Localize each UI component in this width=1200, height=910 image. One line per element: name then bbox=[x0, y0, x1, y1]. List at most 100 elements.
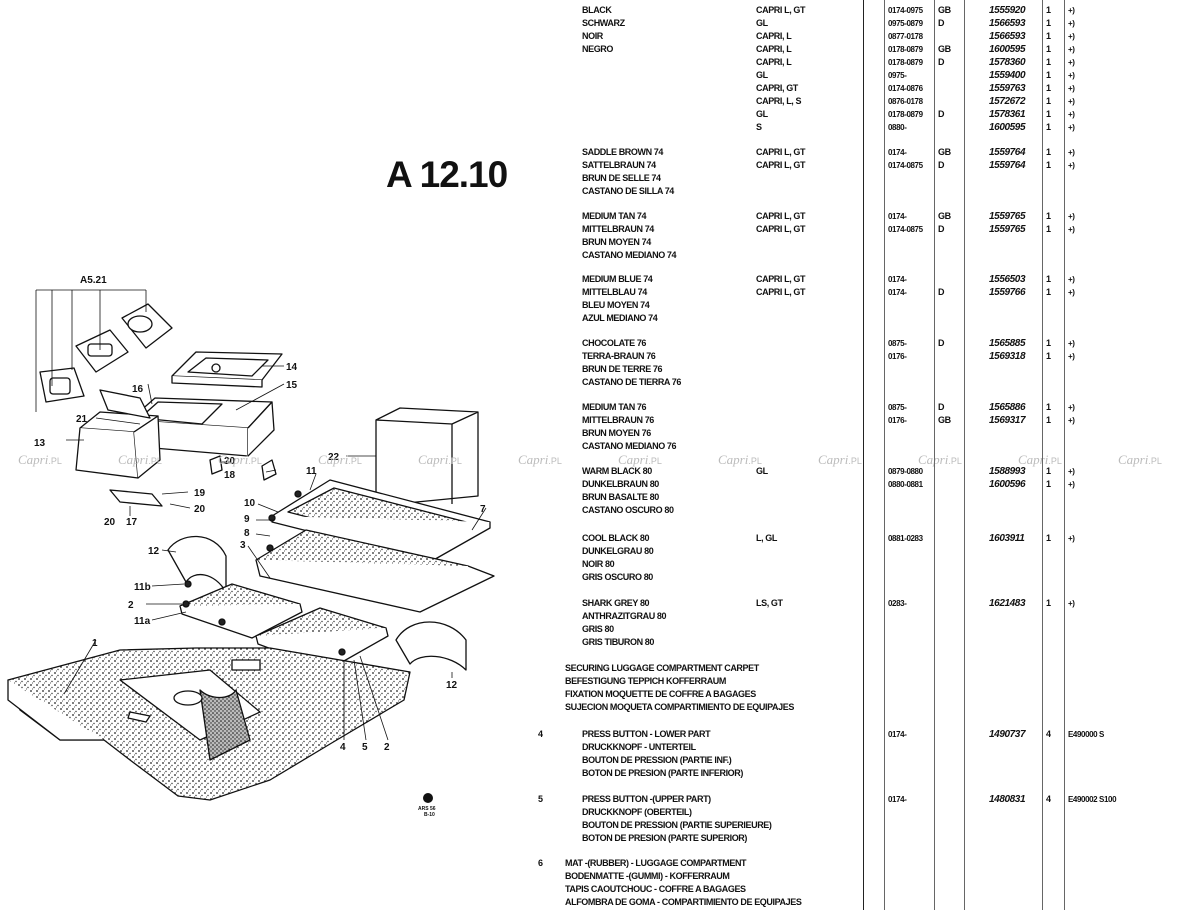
watermark-suffix: .PL bbox=[948, 456, 962, 466]
quantity-cell: 1 bbox=[1046, 533, 1051, 543]
note-cell: +) bbox=[1068, 339, 1075, 348]
callout-number: A5.21 bbox=[80, 275, 107, 286]
color-description: MITTELBRAUN 74 bbox=[582, 224, 654, 234]
watermark-text: Capri.PL bbox=[1018, 452, 1062, 468]
color-description: CASTANO MEDIANO 74 bbox=[582, 250, 677, 260]
callout-number: 15 bbox=[286, 380, 298, 391]
note-cell: +) bbox=[1068, 6, 1075, 15]
clip-part bbox=[209, 455, 223, 475]
color-description: MITTELBRAUN 76 bbox=[582, 415, 654, 425]
section-heading-line: SECURING LUGGAGE COMPARTMENT CARPET bbox=[565, 663, 759, 673]
color-description: BRUN MOYEN 76 bbox=[582, 428, 651, 438]
part-number-cell: 1559764 bbox=[989, 147, 1026, 158]
quantity-cell: 4 bbox=[1046, 794, 1051, 804]
model-cell: CAPRI, GT bbox=[756, 83, 798, 93]
watermark-suffix: .PL bbox=[1148, 456, 1162, 466]
color-description: MITTELBLAU 74 bbox=[582, 287, 647, 297]
callout-number: 9 bbox=[244, 514, 250, 525]
switch-panel-part bbox=[39, 303, 173, 403]
watermark-text: Capri.PL bbox=[818, 452, 862, 468]
part-description-line: ALFOMBRA DE GOMA - COMPARTIMIENTO DE EQU… bbox=[565, 897, 802, 907]
tunnel-trim-part bbox=[75, 411, 161, 479]
model-cell: CAPRI L, GT bbox=[756, 224, 806, 234]
note-cell: +) bbox=[1068, 212, 1075, 221]
part-number-cell: 1566593 bbox=[989, 18, 1026, 29]
color-description: MEDIUM TAN 76 bbox=[582, 402, 647, 412]
date-range-cell: 0875- bbox=[888, 339, 907, 348]
date-range-cell: 0174-0875 bbox=[888, 225, 923, 234]
note-cell: E490002 S100 bbox=[1068, 795, 1117, 804]
note-cell: +) bbox=[1068, 19, 1075, 28]
date-range-cell: 0283- bbox=[888, 599, 907, 608]
color-description: CASTANO DE SILLA 74 bbox=[582, 186, 674, 196]
part-number-cell: 1559763 bbox=[989, 83, 1026, 94]
quantity-cell: 1 bbox=[1046, 5, 1051, 15]
model-cell: CAPRI, L, S bbox=[756, 96, 802, 106]
part-number-cell: 1578360 bbox=[989, 57, 1026, 68]
quantity-cell: 1 bbox=[1046, 274, 1051, 284]
color-description: BRUN DE TERRE 76 bbox=[582, 364, 663, 374]
note-cell: +) bbox=[1068, 225, 1075, 234]
callout-number: 4 bbox=[340, 742, 346, 753]
quantity-cell: 1 bbox=[1046, 211, 1051, 221]
color-description: CASTANO DE TIERRA 76 bbox=[582, 377, 682, 387]
model-cell: CAPRI L, GT bbox=[756, 160, 806, 170]
model-cell: CAPRI L, GT bbox=[756, 211, 806, 221]
clip-part bbox=[261, 459, 277, 481]
country-cell: D bbox=[938, 18, 945, 28]
date-range-cell: 0174- bbox=[888, 212, 907, 221]
section-heading-line: FIXATION MOQUETTE DE COFFRE A BAGAGES bbox=[565, 689, 756, 699]
color-description: SADDLE BROWN 74 bbox=[582, 147, 664, 157]
watermark-text: Capri.PL bbox=[718, 452, 762, 468]
exploded-parts-diagram: A5.2114151621132018192017202211710983121… bbox=[7, 275, 495, 818]
part-number-cell: 1621483 bbox=[989, 598, 1026, 609]
color-description: GRIS TIBURON 80 bbox=[582, 637, 655, 647]
date-range-cell: 0975- bbox=[888, 71, 907, 80]
page-title: A 12.10 bbox=[386, 154, 508, 195]
part-number-cell: 1600595 bbox=[989, 44, 1026, 55]
watermark-suffix: .PL bbox=[848, 456, 862, 466]
flap-part bbox=[99, 389, 151, 419]
part-description-line: BODENMATTE -(GUMMI) - KOFFERRAUM bbox=[565, 871, 730, 881]
quantity-cell: 1 bbox=[1046, 287, 1051, 297]
table-rule bbox=[964, 0, 965, 910]
color-description: GRIS 80 bbox=[582, 624, 614, 634]
note-cell: +) bbox=[1068, 84, 1075, 93]
model-cell: GL bbox=[756, 466, 768, 476]
watermark-word: Capri bbox=[518, 452, 549, 467]
part-number-cell: 1569317 bbox=[989, 415, 1026, 426]
watermark-suffix: .PL bbox=[448, 456, 462, 466]
part-description-line: DRUCKKNOPF (OBERTEIL) bbox=[582, 807, 692, 817]
luggage-carpet-part bbox=[255, 529, 495, 613]
part-number-cell: 1600595 bbox=[989, 122, 1026, 133]
stamp-line-1: ARS 56 bbox=[418, 806, 436, 812]
watermark-suffix: .PL bbox=[348, 456, 362, 466]
callout-number: 19 bbox=[194, 488, 206, 499]
watermark-word: Capri bbox=[818, 452, 849, 467]
country-cell: D bbox=[938, 338, 945, 348]
quantity-cell: 4 bbox=[1046, 729, 1051, 739]
color-description: SATTELBRAUN 74 bbox=[582, 160, 656, 170]
country-cell: GB bbox=[938, 147, 951, 157]
part-description-line: PRESS BUTTON -(UPPER PART) bbox=[582, 794, 711, 804]
watermark-text: Capri.PL bbox=[18, 452, 62, 468]
country-cell: D bbox=[938, 109, 945, 119]
quantity-cell: 1 bbox=[1046, 351, 1051, 361]
press-buttons-part bbox=[182, 490, 346, 656]
part-number-cell: 1569318 bbox=[989, 351, 1026, 362]
note-cell: +) bbox=[1068, 32, 1075, 41]
note-cell: +) bbox=[1068, 534, 1075, 543]
model-cell: GL bbox=[756, 70, 768, 80]
color-description: NOIR bbox=[582, 31, 603, 41]
watermark-text: Capri.PL bbox=[418, 452, 462, 468]
watermark-text: Capri.PL bbox=[118, 452, 162, 468]
note-cell: +) bbox=[1068, 123, 1075, 132]
watermark-suffix: .PL bbox=[748, 456, 762, 466]
quantity-cell: 1 bbox=[1046, 70, 1051, 80]
section-heading-line: BEFESTIGUNG TEPPICH KOFFERRAUM bbox=[565, 676, 727, 686]
date-range-cell: 0877-0178 bbox=[888, 32, 923, 41]
callout-number: 13 bbox=[34, 438, 46, 449]
callout-number: 1 bbox=[92, 638, 98, 649]
watermark-suffix: .PL bbox=[248, 456, 262, 466]
